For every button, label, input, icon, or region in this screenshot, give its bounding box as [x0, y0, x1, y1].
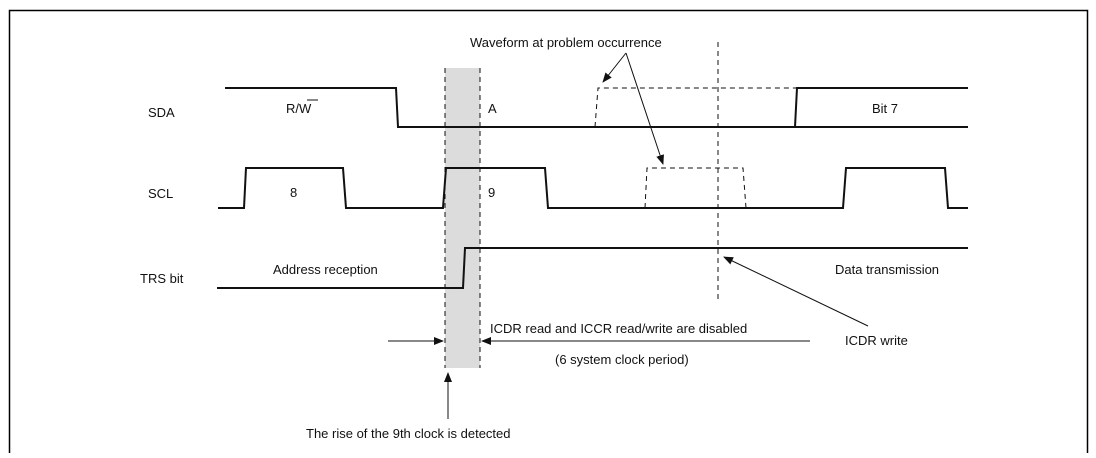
sda-problem-waveform: [594, 87, 797, 128]
scl-clock9-label: 9: [488, 185, 495, 200]
waveform-problem-label: Waveform at problem occurrence: [470, 35, 662, 50]
sda-rw-overbar: W: [299, 101, 312, 116]
scl-clock8-label: 8: [290, 185, 297, 200]
icdr-write-label: ICDR write: [845, 333, 908, 348]
waveform-problem-arrow-scl: [625, 52, 664, 165]
signal-label-sda: SDA: [148, 105, 175, 120]
trs-waveform: [217, 247, 968, 289]
scl-problem-waveform: [644, 167, 747, 209]
shaded-disabled-region: [445, 68, 480, 368]
sda-ack-label: A: [488, 101, 497, 116]
sda-rw-label: R/W: [286, 101, 312, 116]
sda-bit7-label: Bit 7: [872, 101, 898, 116]
disabled-label: ICDR read and ICCR read/write are disabl…: [490, 321, 747, 336]
sda-waveform: [225, 87, 968, 128]
waveform-problem-arrow-sda: [602, 52, 627, 83]
frame-border: [8, 9, 1089, 453]
signal-label-scl: SCL: [148, 186, 173, 201]
scl-waveform: [218, 167, 968, 209]
clock-period-label: (6 system clock period): [555, 352, 689, 367]
trs-right-label: Data transmission: [835, 262, 939, 277]
signal-label-trs: TRS bit: [140, 271, 184, 286]
trs-left-label: Address reception: [273, 262, 378, 277]
icdr-write-arrow: [723, 256, 869, 327]
rise-detected-label: The rise of the 9th clock is detected: [306, 426, 511, 441]
sda-rw-prefix: R/: [286, 101, 299, 116]
